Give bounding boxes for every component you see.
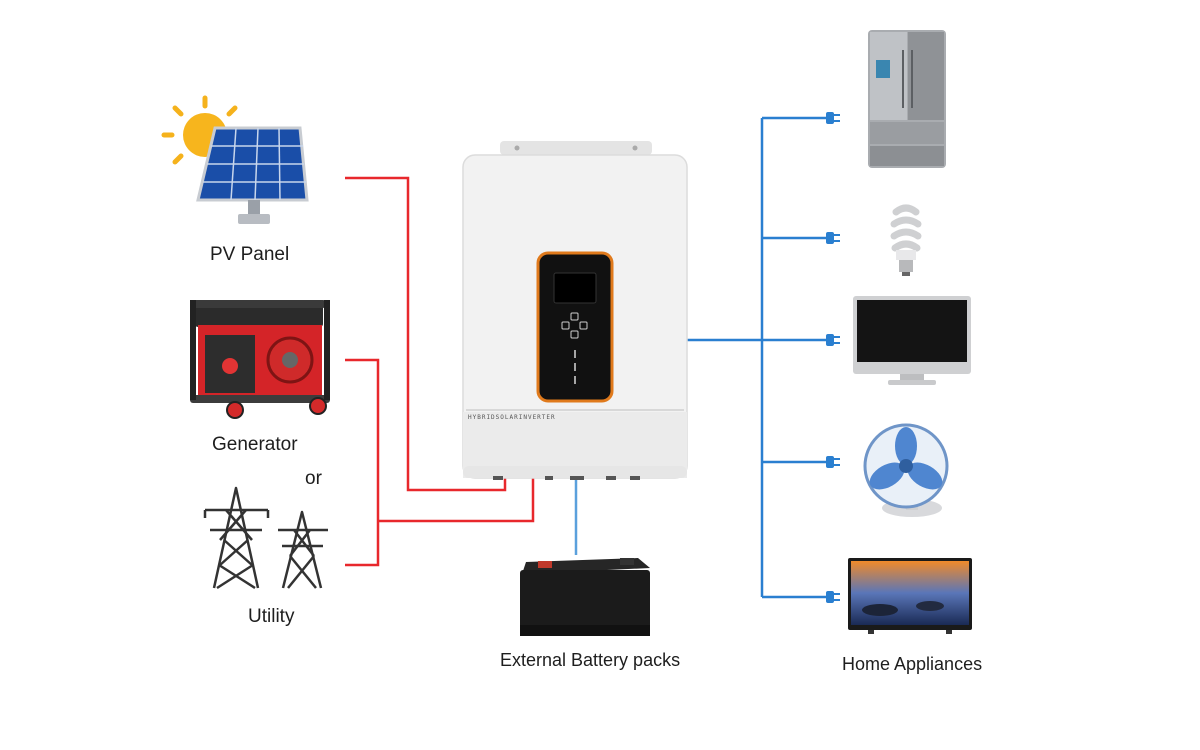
plug-icon (826, 232, 840, 244)
monitor-icon (853, 296, 971, 385)
plug-icon (826, 591, 840, 603)
solar-panel-icon (196, 126, 309, 224)
plug-icon (826, 456, 840, 468)
inverter-icon: HYBRIDSOLARINVERTER (462, 141, 688, 480)
or-label: or (305, 468, 322, 489)
generator-icon (190, 300, 330, 419)
plug-icon (826, 334, 840, 346)
utility-label: Utility (248, 606, 295, 627)
power-tower-icon (203, 486, 328, 590)
bulb-icon (890, 204, 922, 276)
battery-label: External Battery packs (500, 650, 681, 670)
output-wire (686, 116, 828, 599)
fan-icon (863, 423, 949, 517)
pv-panel-label: PV Panel (210, 244, 290, 265)
generator-label: Generator (212, 434, 298, 455)
refrigerator-icon (868, 30, 946, 168)
tv-icon (848, 558, 972, 634)
pv-wire (345, 176, 507, 492)
battery-icon (520, 558, 650, 636)
appliances-label: Home Appliances (842, 654, 983, 674)
generator-wire (345, 358, 535, 567)
plug-icon (826, 112, 840, 124)
inverter-brand-text: HYBRIDSOLARINVERTER (468, 414, 556, 421)
